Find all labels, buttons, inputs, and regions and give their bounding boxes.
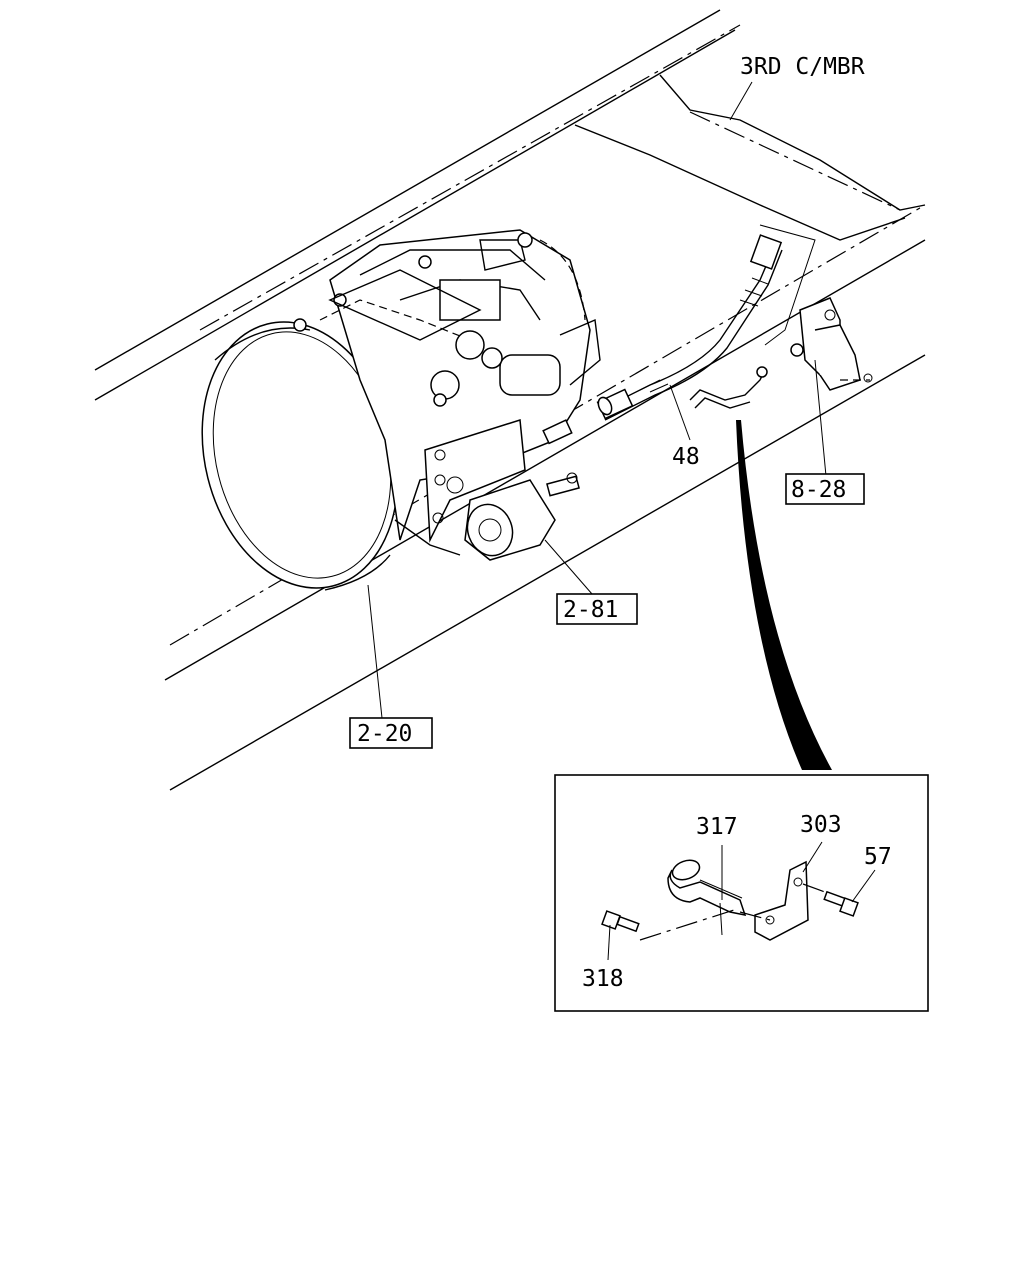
part-48-label: 48 [672,444,700,470]
ref-box-8-28: 8-28 [785,473,865,505]
bolt-318 [601,910,640,933]
third-crossmember [574,74,926,241]
ref-box-2-81: 2-81 [556,593,638,625]
leader-lines [367,81,827,719]
detail-callout-arrow [736,420,832,770]
ref-8-28-label: 8-28 [791,477,846,503]
ref-2-20-label: 2-20 [357,721,412,747]
crossmember-label: 3RD C/MBR [740,54,865,80]
hose-assembly [596,224,816,421]
part-318-label: 318 [582,966,624,992]
part-317-label: 317 [696,814,738,840]
transmission-bell-housing [201,321,399,591]
valve-assembly [790,297,873,391]
bracket-303 [754,860,809,941]
transmission-body [293,229,601,556]
bolt-57 [823,890,859,917]
part-57-label: 57 [864,844,892,870]
ref-2-81-label: 2-81 [563,597,618,623]
ref-box-2-20: 2-20 [349,717,433,749]
part-303-label: 303 [800,812,842,838]
detail-inset [554,774,929,1012]
pto-unit [464,472,580,561]
clip-317 [667,859,747,936]
